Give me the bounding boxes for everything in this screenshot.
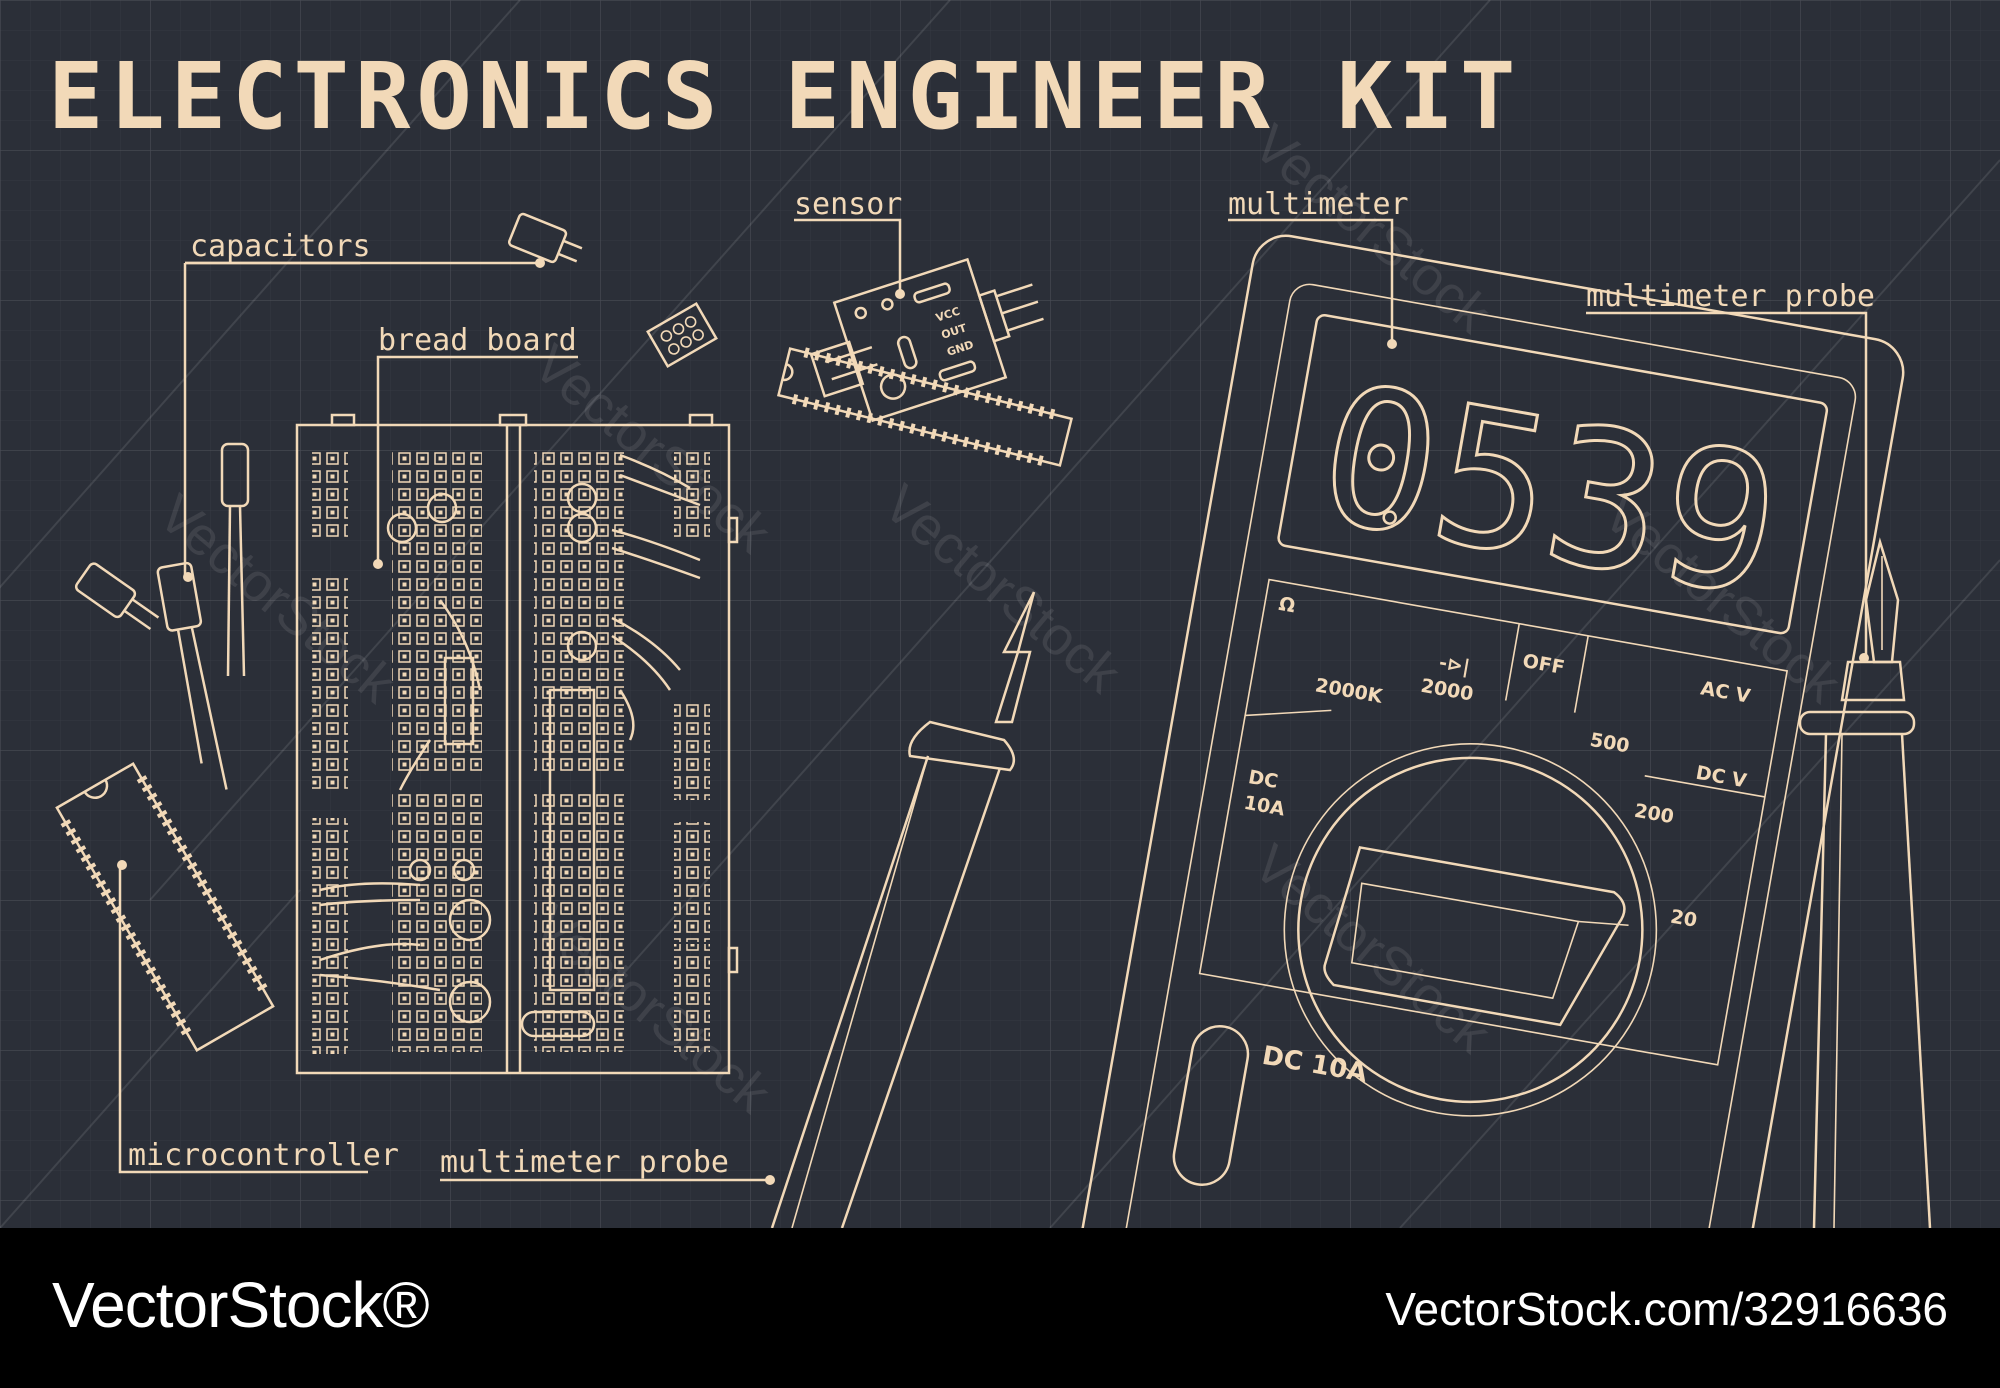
footer-image-id: VectorStock.com/32916636 [1385, 1283, 1948, 1335]
ic-chip [776, 347, 1074, 467]
footer-bar: VectorStock® VectorStock.com/32916636 [0, 1228, 2000, 1388]
multimeter-probe-left [770, 591, 1036, 1228]
label-multimeter: multimeter [1228, 187, 1409, 222]
page-title: ELECTRONICS ENGINEER KIT [48, 43, 1521, 150]
label-sensor: sensor [794, 187, 902, 222]
leader-microcontroller [118, 868, 368, 1174]
input-jack [1172, 1024, 1250, 1186]
blueprint-drawing: VectorStock VectorStock VectorStock Vect… [0, 0, 2000, 1228]
leader-sensor [794, 218, 902, 292]
capacitors [74, 212, 718, 790]
leader-bread-board [376, 355, 578, 562]
label-multimeter-probe-left: multimeter probe [440, 1145, 729, 1180]
microcontroller [55, 762, 275, 1052]
rotary-dial [1297, 756, 1644, 1104]
dial-dc: DC [1247, 766, 1280, 793]
dial-20: 20 [1669, 906, 1699, 932]
label-bread-board: bread board [378, 323, 577, 358]
leader-multimeter [1228, 218, 1394, 342]
diagonal-guides [0, 0, 2000, 1228]
dial-diode: -⊳| [1437, 652, 1471, 679]
dial-ohm: Ω [1277, 593, 1297, 617]
label-microcontroller: microcontroller [128, 1138, 399, 1173]
footer-brand: VectorStock® [52, 1269, 430, 1341]
multimeter-body [1075, 234, 1905, 1228]
multimeter-display [1277, 314, 1829, 635]
label-capacitors: capacitors [190, 229, 371, 264]
leader-probe-right [1586, 311, 1868, 656]
bread-board [295, 413, 739, 1075]
multimeter-probe-right [1798, 537, 1932, 1228]
